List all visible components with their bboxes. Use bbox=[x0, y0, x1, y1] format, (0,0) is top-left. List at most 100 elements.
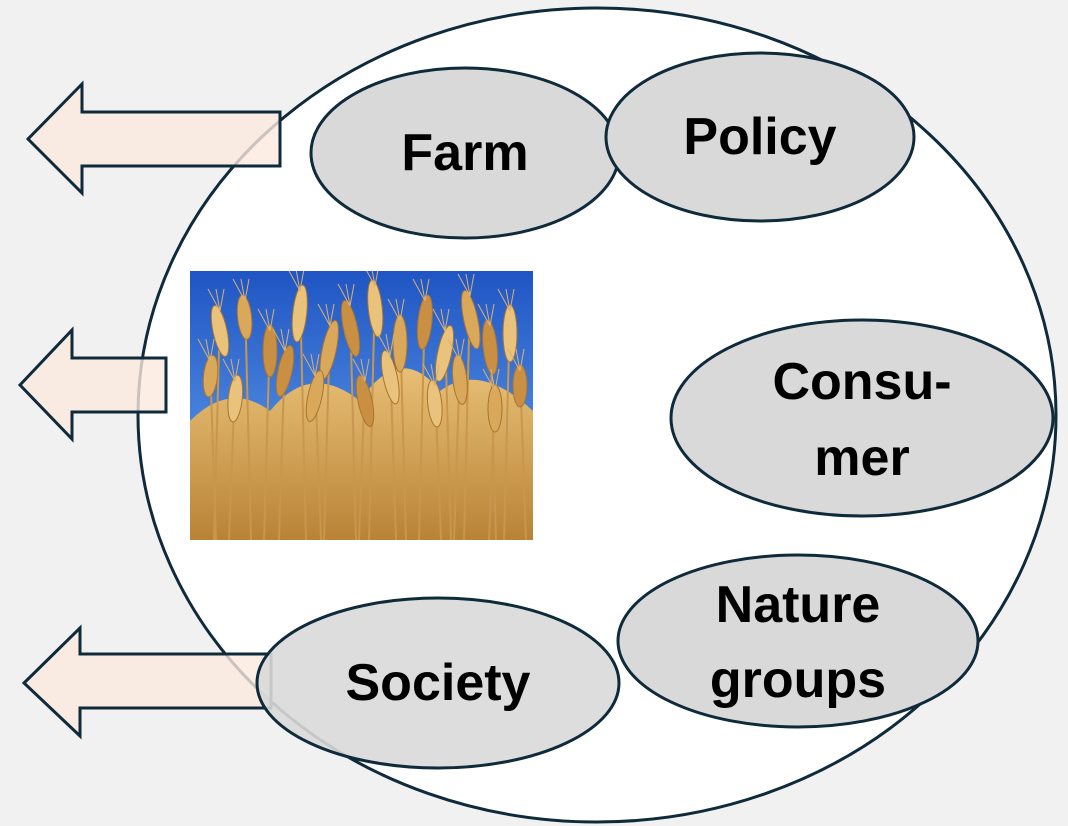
wheat-awn bbox=[232, 278, 246, 302]
wheat-ear bbox=[434, 325, 455, 382]
wheat-ear bbox=[305, 370, 325, 422]
wheat-awn bbox=[519, 348, 525, 372]
wheat-ear bbox=[487, 384, 503, 433]
wheat-field-image bbox=[190, 271, 533, 540]
wheat-awn bbox=[440, 308, 446, 332]
node-farm: Farm bbox=[309, 66, 621, 240]
wheat-awn bbox=[432, 308, 446, 332]
wheat-ear bbox=[210, 305, 230, 357]
node-nature-groups-label-line1: Nature bbox=[716, 576, 881, 634]
wheat-awn bbox=[269, 308, 275, 332]
wheat-awn bbox=[257, 308, 271, 332]
wheat-awn bbox=[424, 278, 430, 302]
wheat-awn bbox=[317, 303, 331, 327]
wheat-awn bbox=[420, 278, 426, 302]
wheat-awn bbox=[385, 333, 391, 357]
wheat-awn bbox=[434, 363, 440, 387]
wheat-awn bbox=[197, 338, 211, 362]
wheat-awn bbox=[284, 328, 290, 352]
arrow-middle bbox=[17, 326, 168, 443]
wheat-awn bbox=[272, 328, 286, 352]
wheat-awn bbox=[230, 358, 236, 382]
arrow-bottom bbox=[21, 624, 273, 740]
arrow-top bbox=[25, 80, 282, 197]
wheat-ear bbox=[202, 354, 219, 398]
wheat-awn bbox=[244, 278, 250, 302]
wheat-awn bbox=[215, 288, 221, 312]
wheat-awn bbox=[395, 298, 401, 322]
wheat-ear bbox=[275, 345, 295, 397]
wheat-awn bbox=[507, 348, 521, 372]
wheat-awn bbox=[412, 278, 426, 302]
wheat-awn bbox=[455, 338, 461, 362]
wheat-ear bbox=[416, 294, 433, 350]
wheat-awn bbox=[515, 348, 521, 372]
node-farm-label: Farm bbox=[401, 124, 528, 182]
wheat-ear bbox=[380, 350, 400, 405]
wheat-awn bbox=[329, 303, 335, 327]
wheat-awn bbox=[469, 273, 475, 297]
node-consumer-label-line1: Consu- bbox=[772, 353, 951, 411]
wheat-awn bbox=[265, 308, 271, 332]
wheat-awn bbox=[349, 283, 355, 307]
wheat-awn bbox=[299, 271, 305, 292]
wheat-awn bbox=[366, 271, 376, 287]
wheat-awn bbox=[207, 288, 221, 312]
wheat-awn bbox=[509, 288, 515, 312]
wheat-awn bbox=[209, 338, 215, 362]
wheat-awn bbox=[430, 363, 436, 387]
wheat-ear bbox=[262, 324, 278, 378]
wheat-awn bbox=[234, 358, 240, 382]
wheat-awn bbox=[364, 358, 370, 382]
wheat-awn bbox=[310, 353, 316, 377]
wheat-ear bbox=[392, 314, 408, 373]
wheat-awn bbox=[377, 333, 391, 357]
wheat-awn bbox=[219, 288, 225, 312]
wheat-awn bbox=[422, 363, 436, 387]
wheat-awn bbox=[447, 338, 461, 362]
wheat-awn bbox=[459, 338, 465, 362]
wheat-awn bbox=[399, 298, 405, 322]
wheat-awn bbox=[489, 303, 495, 327]
wheat-awn bbox=[387, 298, 401, 322]
wheat-awn bbox=[295, 271, 301, 292]
wheat-awn bbox=[302, 353, 316, 377]
wheat-stalks bbox=[190, 271, 533, 540]
wheat-awn bbox=[337, 283, 351, 307]
wheat-awn bbox=[444, 308, 450, 332]
wheat-awn bbox=[490, 368, 496, 392]
wheat-awn bbox=[280, 328, 286, 352]
node-consumer: Consu- mer bbox=[669, 318, 1055, 518]
wheat-awn bbox=[314, 353, 320, 377]
wheat-awn bbox=[240, 278, 246, 302]
wheat-awn bbox=[497, 288, 511, 312]
wheat-awn bbox=[389, 333, 395, 357]
wheat-ear bbox=[355, 375, 375, 427]
wheat-awn bbox=[485, 303, 491, 327]
wheat-ear bbox=[512, 364, 528, 408]
node-policy: Policy bbox=[604, 51, 916, 223]
wheat-awn bbox=[345, 283, 351, 307]
wheat-awn bbox=[371, 271, 376, 287]
wheat-awn bbox=[374, 271, 379, 287]
wheat-awn bbox=[288, 271, 301, 292]
wheat-awn bbox=[465, 273, 471, 297]
wheat-stem bbox=[244, 300, 252, 540]
wheat-awn bbox=[360, 358, 366, 382]
node-consumer-label-line2: mer bbox=[814, 429, 909, 487]
node-society-label: Society bbox=[346, 654, 531, 712]
wheat-awn bbox=[494, 368, 500, 392]
wheat-ear bbox=[227, 374, 244, 423]
wheat-ear bbox=[340, 300, 361, 357]
wheat-awn bbox=[482, 368, 496, 392]
node-nature-groups: Nature groups bbox=[616, 553, 980, 729]
wheat-awn bbox=[222, 358, 236, 382]
wheat-ear bbox=[291, 284, 308, 343]
wheat-ear bbox=[502, 304, 518, 363]
wheat-awn bbox=[352, 358, 366, 382]
node-society: Society bbox=[255, 596, 621, 770]
node-policy-label: Policy bbox=[683, 108, 836, 166]
wheat-awn bbox=[505, 288, 511, 312]
